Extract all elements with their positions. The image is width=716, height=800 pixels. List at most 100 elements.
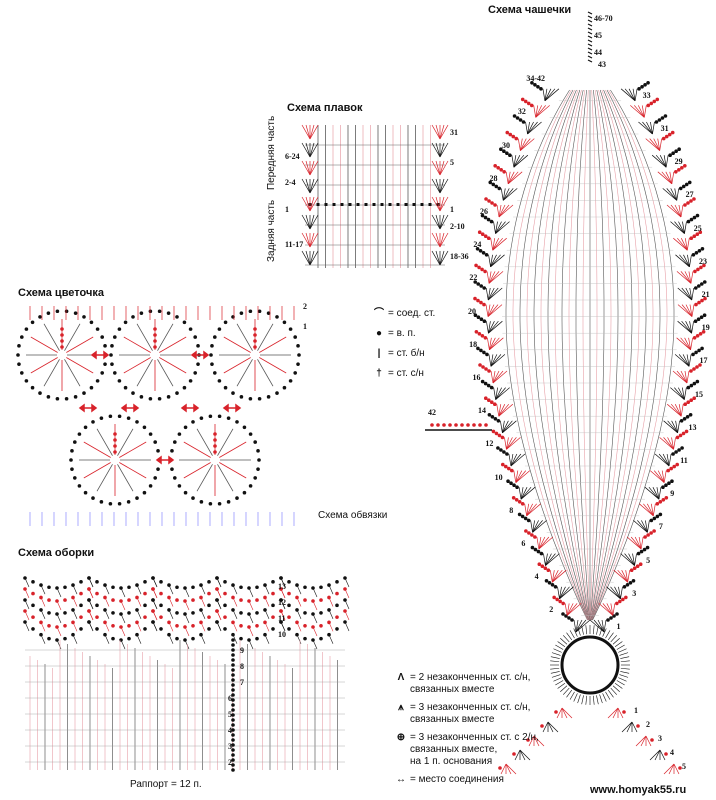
cup-fan-stitch bbox=[507, 171, 511, 184]
flower-edge-dot bbox=[170, 449, 174, 453]
cup-fan-stitch bbox=[488, 354, 492, 367]
cup-fan-stitch bbox=[490, 254, 497, 267]
frill-chain-dot bbox=[287, 580, 291, 584]
flower-edge-dot bbox=[64, 309, 69, 314]
cup-row-label: 33 bbox=[642, 90, 651, 100]
flower-edge-dot bbox=[199, 416, 204, 420]
frill-chain-dot bbox=[63, 623, 67, 628]
flower-edge-dot bbox=[117, 327, 122, 331]
cup-fan-stitch bbox=[638, 121, 653, 135]
flower-edge-dot bbox=[239, 395, 244, 399]
cup-column bbox=[590, 89, 605, 621]
frill-chain-dot bbox=[175, 585, 179, 590]
cup-stem bbox=[587, 47, 593, 51]
cup-fan-stitch bbox=[575, 619, 579, 633]
cup-fan-stitch bbox=[510, 453, 514, 467]
frill-chain-dot bbox=[303, 598, 307, 602]
cup-fan-stitch bbox=[506, 437, 513, 450]
cup-chain-dot bbox=[529, 103, 534, 108]
frill-stitch bbox=[296, 584, 302, 595]
flower-edge-dot bbox=[166, 395, 171, 399]
cup-fan-stitch bbox=[676, 370, 688, 384]
cup-fan-stitch bbox=[652, 121, 655, 135]
flower-edge-dot bbox=[231, 391, 235, 395]
cup-fan-stitch bbox=[684, 238, 688, 251]
cup-row-label: 26 bbox=[479, 207, 488, 216]
cup-stem bbox=[587, 39, 593, 43]
cup-chain-dot bbox=[488, 180, 493, 185]
flower-center-dot bbox=[113, 450, 117, 454]
cup-chain-dot bbox=[526, 101, 531, 106]
cup-fan-stitch bbox=[680, 204, 684, 218]
flower-spoke bbox=[183, 462, 211, 479]
cup-fan-stitch bbox=[535, 105, 539, 118]
flower-edge-dot bbox=[20, 371, 24, 375]
flower-edge-dot bbox=[131, 315, 135, 319]
flower-spoke bbox=[259, 336, 287, 353]
ring-stitch bbox=[555, 644, 564, 650]
cup-fan-stitch bbox=[551, 570, 559, 583]
two-dc-together-icon: Λ bbox=[397, 672, 405, 683]
cup-fan-stitch bbox=[667, 437, 674, 450]
flower-edge-dot bbox=[191, 420, 195, 424]
cup-chain-dot bbox=[672, 464, 677, 469]
cup-chain-dot bbox=[497, 433, 502, 438]
ring-stitch bbox=[563, 635, 570, 643]
cup-fan-stitch bbox=[490, 254, 501, 268]
cup-column bbox=[554, 89, 590, 621]
frill-stitch bbox=[88, 610, 94, 621]
fins-chain bbox=[412, 203, 416, 206]
cup-chain-dot bbox=[530, 81, 534, 85]
cup-chain-dot bbox=[480, 213, 485, 218]
fins-fan-stitch bbox=[431, 142, 441, 158]
cup-fan-stitch bbox=[612, 603, 616, 616]
cup-fan-stitch bbox=[489, 337, 496, 350]
cup-row-label: 17 bbox=[699, 356, 708, 366]
cup-fan-stitch bbox=[507, 171, 515, 184]
cup-chain-dot bbox=[703, 296, 707, 301]
cup-bottom-stitch bbox=[631, 721, 638, 733]
cup-chain-dot bbox=[631, 579, 636, 583]
flower-edge-dot bbox=[213, 371, 217, 375]
cup-fan-stitch bbox=[538, 536, 550, 550]
flower-edge-dot bbox=[157, 309, 162, 314]
legend-text: = ст. с/н bbox=[388, 368, 424, 379]
frill-chain-dot bbox=[271, 603, 275, 608]
cup-fan-stitch bbox=[689, 321, 692, 334]
cup-fan-stitch bbox=[500, 420, 503, 433]
flower-spoke bbox=[96, 428, 113, 456]
cup-bottom-stitch bbox=[626, 721, 633, 733]
cup-fan-stitch bbox=[544, 88, 560, 102]
cup-fan-stitch bbox=[535, 105, 543, 118]
cup-chain-dot bbox=[494, 431, 499, 436]
flower-edge-dot bbox=[142, 425, 147, 430]
cup-chain-dot bbox=[679, 419, 684, 423]
flower-center-dot bbox=[113, 438, 117, 442]
cup-stem bbox=[587, 35, 593, 39]
cup-chain-dot bbox=[493, 164, 497, 168]
fins-fan-stitch bbox=[435, 178, 441, 194]
flower-edge-dot bbox=[95, 379, 100, 383]
cup-fan-stitch bbox=[691, 304, 695, 317]
fins-fan-stitch bbox=[305, 124, 311, 140]
frill-stitch bbox=[312, 600, 318, 611]
frill-stitch bbox=[72, 584, 78, 595]
flower-edge-dot bbox=[188, 327, 193, 331]
frill-chain-dot bbox=[159, 580, 163, 584]
cup-chain-dot bbox=[609, 616, 613, 620]
cup-chain-dot bbox=[642, 547, 647, 552]
frill-chain-dot bbox=[335, 615, 339, 619]
cup-chain-dot bbox=[695, 379, 700, 384]
cup-chain-dot bbox=[539, 87, 543, 91]
cup-row-label: 18 bbox=[469, 339, 478, 349]
join-arrow-icon: ↔ bbox=[396, 774, 406, 785]
frill-stitch bbox=[216, 599, 222, 610]
frill-chain-dot bbox=[111, 585, 115, 590]
cup-chain-dot bbox=[482, 302, 486, 307]
cup-chain-dot bbox=[486, 383, 491, 388]
cup-fan-stitch bbox=[495, 221, 498, 234]
cup-fan-stitch bbox=[682, 221, 685, 234]
ring-stitch bbox=[563, 687, 570, 695]
cup-fan-stitch bbox=[492, 238, 500, 251]
frill-join-dot bbox=[231, 698, 235, 702]
